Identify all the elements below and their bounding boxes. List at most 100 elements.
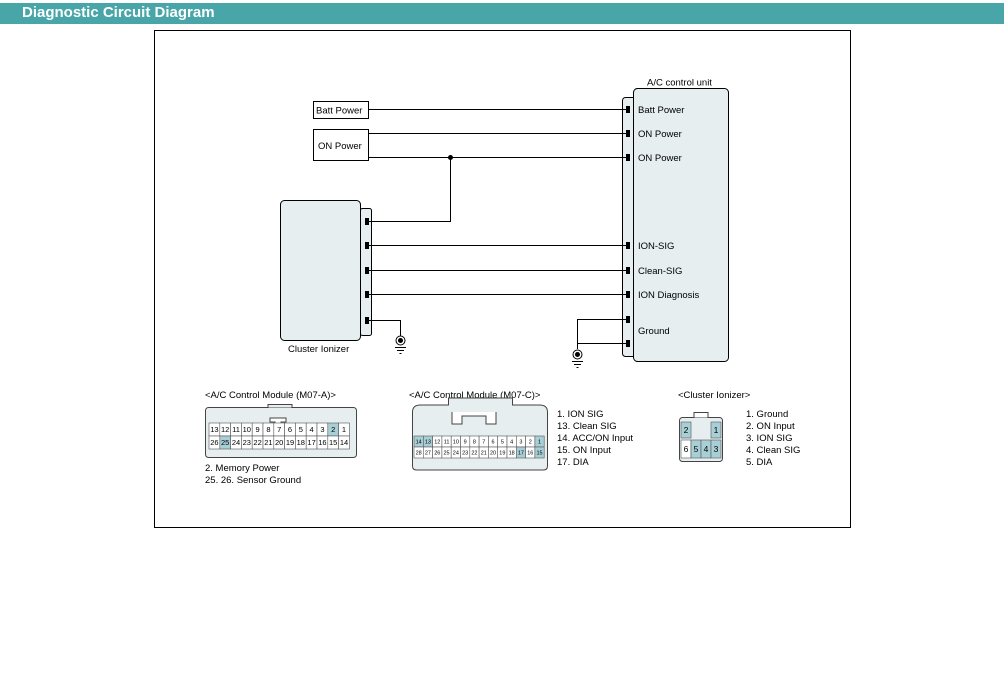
connector-pin-label: 15 <box>536 450 542 456</box>
connector-pin-label: 11 <box>444 439 450 445</box>
connector-pin-label: 10 <box>453 439 459 445</box>
connector-pin-label: 8 <box>266 425 270 434</box>
section-header: Diagnostic Circuit Diagram <box>0 3 1004 24</box>
ionizer-pin <box>365 317 369 324</box>
acu-pin-label: ON Power <box>638 129 682 140</box>
connector-pin-label: 22 <box>471 450 477 456</box>
connector-pin-label: 21 <box>264 438 272 447</box>
section-title: Diagnostic Circuit Diagram <box>22 4 215 21</box>
connector-pin-label: 7 <box>482 439 485 445</box>
wire-ionizer-ground <box>367 320 401 336</box>
connector-pin-label: 13 <box>425 439 431 445</box>
connector-pin-label: 8 <box>473 439 476 445</box>
acu-pin-label: Clean-SIG <box>638 266 682 277</box>
connector-pin-label: 26 <box>210 438 218 447</box>
connector-pin-label: 1 <box>342 425 346 434</box>
acu-pin <box>626 242 630 249</box>
connector-pin-label: 12 <box>434 439 440 445</box>
ionizer-legend: 3. ION SIG <box>746 433 792 444</box>
connector-pin-label: 19 <box>286 438 294 447</box>
connector-pin-label: 13 <box>210 425 218 434</box>
acu-pin <box>626 316 630 323</box>
connector-pin-label: 5 <box>501 439 504 445</box>
connector-pin-label: 2 <box>331 425 335 434</box>
connector-pin-label: 1 <box>714 425 719 435</box>
acu-pin <box>626 130 630 137</box>
connector-pin-label: 9 <box>464 439 467 445</box>
junction-dot <box>448 155 453 160</box>
connector-pin-label: 16 <box>527 450 533 456</box>
acu-pin-label: ION Diagnosis <box>638 290 699 301</box>
connector-pin-label: 7 <box>277 425 281 434</box>
acu-pin-label: ION-SIG <box>638 241 674 252</box>
connector-pin-label: 4 <box>310 425 314 434</box>
connector-pin-label: 18 <box>509 450 515 456</box>
ionizer-body <box>280 200 361 341</box>
connector-pin-label: 14 <box>416 439 422 445</box>
m07c-legend: 17. DIA <box>557 457 589 468</box>
ionizer-legend: 2. ON Input <box>746 421 795 432</box>
ionizer-legend: 1. Ground <box>746 409 788 420</box>
ionizer-conn-title: <Cluster Ionizer> <box>678 390 751 401</box>
m07c-title: <A/C Control Module (M07-C)> <box>409 390 541 401</box>
connector-pin-label: 22 <box>253 438 261 447</box>
m07c-legend: 1. ION SIG <box>557 409 603 420</box>
ionizer-label: Cluster Ionizer <box>288 344 349 355</box>
ionizer-legend: 5. DIA <box>746 457 773 468</box>
m07c-legend: 13. Clean SIG <box>557 421 617 432</box>
acu-pin-label: Batt Power <box>638 105 684 116</box>
m07a-legend: 25. 26. Sensor Ground <box>205 475 301 486</box>
connector-pin-label: 25 <box>443 450 449 456</box>
connector-pin-label: 2 <box>684 425 689 435</box>
connector-pin-label: 20 <box>490 450 496 456</box>
connector-pin-label: 6 <box>492 439 495 445</box>
connector-pin-label: 17 <box>518 450 524 456</box>
on-power-box <box>313 129 369 161</box>
connector-pin-label: 2 <box>529 439 532 445</box>
connector-pin-label: 4 <box>510 439 513 445</box>
acu-title: A/C control unit <box>647 78 712 89</box>
on-power-source-label: ON Power <box>318 141 362 152</box>
connector-pin-label: 12 <box>221 425 229 434</box>
connector-pin-label: 3 <box>714 444 719 454</box>
m07c-legend: 15. ON Input <box>557 445 611 456</box>
connector-pin-label: 20 <box>275 438 283 447</box>
ionizer-pin <box>365 218 369 225</box>
ground-symbol-acu <box>572 349 583 368</box>
connector-pin-label: 10 <box>243 425 251 434</box>
acu-pin-label: ON Power <box>638 153 682 164</box>
ionizer-pin <box>365 267 369 274</box>
connector-pin-label: 6 <box>684 444 689 454</box>
connector-pin-label: 19 <box>499 450 505 456</box>
ionizer-legend: 4. Clean SIG <box>746 445 800 456</box>
connector-pin-label: 3 <box>320 425 324 434</box>
acu-pin <box>626 340 630 347</box>
m07a-title: <A/C Control Module (M07-A)> <box>205 390 336 401</box>
connector-pin-label: 26 <box>434 450 440 456</box>
connector-pin-label: 9 <box>256 425 260 434</box>
connector-pin-label: 5 <box>299 425 303 434</box>
connector-pin-label: 21 <box>481 450 487 456</box>
acu-pin <box>626 154 630 161</box>
acu-pin-label: Ground <box>638 326 670 337</box>
connector-pin <box>710 439 722 459</box>
wire-acu-ground <box>577 319 627 349</box>
connector-pin-label: 24 <box>453 450 459 456</box>
connector-pin-label: 27 <box>425 450 431 456</box>
connector-pin <box>680 421 692 439</box>
diagram-frame <box>154 30 851 528</box>
connector-pin-label: 18 <box>297 438 305 447</box>
m07a-legend: 2. Memory Power <box>205 463 279 474</box>
connector-pin-label: 1 <box>538 439 541 445</box>
connector-pin <box>338 435 350 450</box>
acu-pin <box>626 291 630 298</box>
ground-symbol-ionizer <box>395 335 406 354</box>
batt-power-source-label: Batt Power <box>316 106 362 117</box>
wire-ionizer-on <box>367 157 451 222</box>
connector-pin-label: 28 <box>416 450 422 456</box>
connector-pin-label: 6 <box>288 425 292 434</box>
acu-pin <box>626 106 630 113</box>
